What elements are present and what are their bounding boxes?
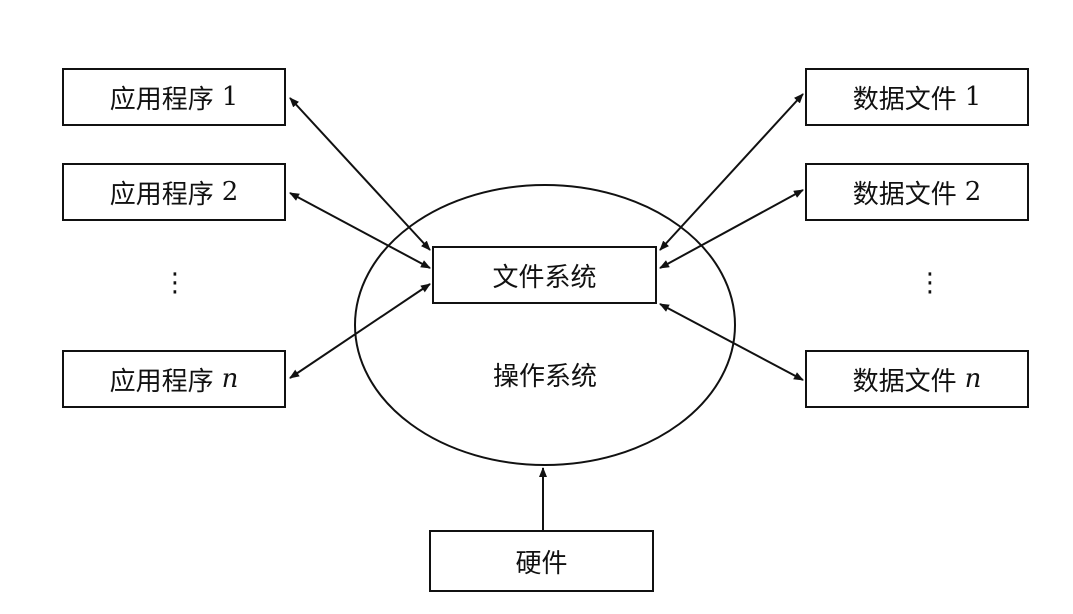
data-file-box-index: 2 (964, 177, 982, 207)
app-box-label: 应用程序 (109, 366, 214, 397)
app-box-1: 应用程序 1 (62, 68, 286, 126)
app-box-index: 2 (221, 177, 239, 207)
data-file-box-n: 数据文件 n (805, 350, 1029, 408)
arrow-file-system-to-data-n (659, 303, 804, 381)
data-file-box-index: n (964, 364, 982, 394)
app-box-n: 应用程序 n (62, 350, 286, 408)
app-list-ellipsis: ⋮ (162, 268, 188, 298)
app-box-2: 应用程序 2 (62, 163, 286, 221)
arrow-file-system-to-data-1 (659, 93, 804, 251)
app-box-index: 1 (221, 82, 239, 112)
operating-system-label: 操作系统 (492, 362, 598, 392)
file-system-box: 文件系统 (432, 246, 657, 304)
app-box-index: n (221, 364, 239, 394)
data-file-box-1: 数据文件 1 (805, 68, 1029, 126)
arrow-app-2-to-file-system (289, 192, 431, 269)
app-box-label: 应用程序 (109, 179, 214, 210)
operating-system-ellipse (354, 184, 736, 466)
arrow-file-system-to-data-2 (659, 189, 804, 269)
data-file-box-label: 数据文件 (852, 179, 957, 210)
data-file-box-2: 数据文件 2 (805, 163, 1029, 221)
arrow-app-n-to-file-system (289, 283, 431, 379)
data-file-box-label: 数据文件 (852, 366, 957, 397)
data-file-box-index: 1 (964, 82, 982, 112)
hardware-label: 硬件 (515, 548, 568, 579)
data-file-list-ellipsis: ⋮ (917, 268, 943, 298)
hardware-box: 硬件 (429, 530, 654, 592)
app-box-label: 应用程序 (109, 84, 214, 115)
data-file-box-label: 数据文件 (852, 84, 957, 115)
arrow-app-1-to-file-system (289, 97, 431, 251)
file-system-label: 文件系统 (492, 262, 597, 293)
